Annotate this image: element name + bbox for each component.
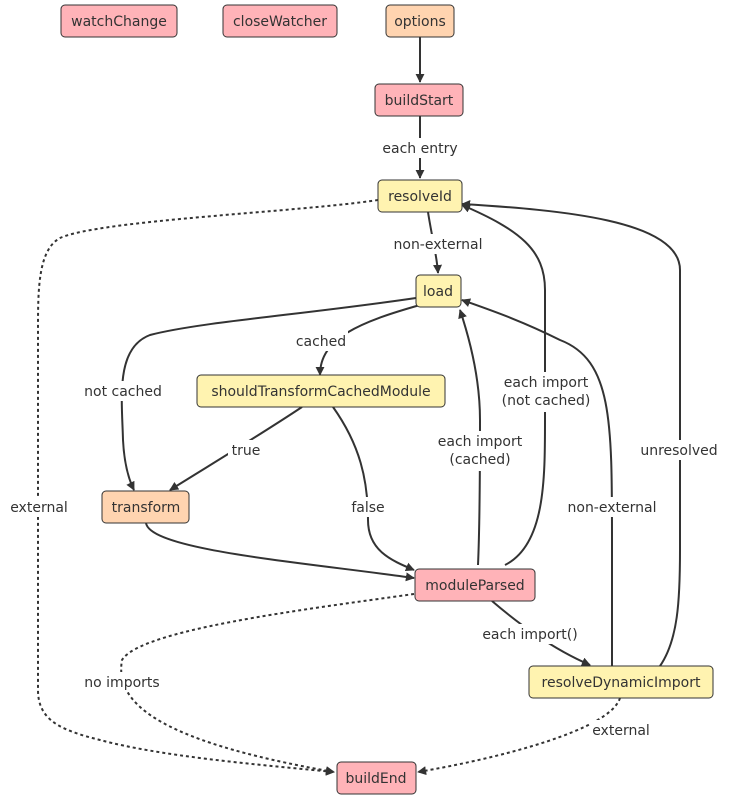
node-transform: transform — [101, 490, 190, 524]
svg-text:closeWatcher: closeWatcher — [233, 14, 327, 30]
edge-label-unresolved: unresolved — [637, 440, 721, 460]
node-closewatcher: closeWatcher — [222, 4, 338, 38]
edge-label-non-external-1: non-external — [391, 234, 485, 254]
node-resolveid: resolveId — [377, 179, 463, 213]
svg-text:no imports: no imports — [84, 675, 159, 691]
svg-text:buildEnd: buildEnd — [345, 771, 406, 787]
svg-text:each entry: each entry — [382, 141, 457, 157]
edge-label-true: true — [228, 440, 264, 460]
node-moduleparsed: moduleParsed — [414, 568, 536, 602]
edge-label-external-1: external — [8, 497, 70, 517]
edge-label-each-entry: each entry — [381, 138, 459, 158]
edge-moduleparsed-buildend — [120, 593, 415, 776]
edge-resolvedynamicimport-load — [461, 298, 613, 666]
svg-text:resolveDynamicImport: resolveDynamicImport — [542, 675, 701, 691]
svg-text:cached: cached — [296, 334, 346, 350]
svg-text:resolveId: resolveId — [388, 189, 452, 205]
svg-text:transform: transform — [112, 500, 181, 516]
edge-load-transform — [120, 297, 417, 491]
edge-shouldtransform-moduleparsed — [332, 406, 415, 572]
svg-text:options: options — [394, 14, 446, 30]
svg-text:external: external — [592, 723, 650, 739]
edge-label-external-2: external — [590, 720, 652, 740]
edge-moduleparsed-load — [458, 309, 482, 566]
edge-label-no-imports: no imports — [82, 672, 162, 692]
node-shouldtransformcachedmodule: shouldTransformCachedModule — [196, 374, 446, 408]
node-watchchange: watchChange — [60, 4, 178, 38]
svg-text:each import(): each import() — [482, 627, 577, 643]
edge-label-each-import-fn: each import() — [480, 624, 580, 644]
edge-resolvedynamicimport-resolveid — [461, 200, 681, 667]
edge-label-non-external-2: non-external — [565, 497, 659, 517]
node-resolvedynamicimport: resolveDynamicImport — [528, 665, 714, 699]
svg-text:shouldTransformCachedModule: shouldTransformCachedModule — [211, 384, 430, 400]
svg-text:buildStart: buildStart — [385, 93, 454, 109]
svg-text:non-external: non-external — [394, 237, 483, 253]
edge-label-each-import-not-cached-text: each import(not cached) — [502, 375, 591, 409]
edge-label-cached: cached — [294, 331, 348, 351]
svg-text:external: external — [10, 500, 68, 516]
edge-resolvedynamicimport-buildend — [417, 697, 621, 776]
node-buildend: buildEnd — [336, 761, 417, 795]
edge-moduleparsed-resolveid — [461, 204, 546, 566]
edge-transform-moduleparsed — [145, 522, 415, 582]
svg-text:load: load — [423, 284, 453, 300]
node-buildstart: buildStart — [374, 83, 464, 117]
svg-text:watchChange: watchChange — [71, 14, 167, 30]
node-load: load — [415, 274, 462, 308]
edge-label-false: false — [348, 497, 388, 517]
edge-label-each-import-not-cached: each import(not cached) — [500, 372, 592, 412]
svg-text:non-external: non-external — [568, 500, 657, 516]
node-options: options — [385, 4, 455, 38]
svg-text:moduleParsed: moduleParsed — [425, 578, 524, 594]
svg-text:true: true — [232, 443, 261, 459]
edge-resolveid-buildend — [37, 199, 379, 776]
edge-label-each-import-cached-text: each import(cached) — [438, 434, 523, 468]
edge-label-each-import-cached: each import(cached) — [434, 431, 526, 471]
edge-label-not-cached: not cached — [82, 381, 164, 401]
svg-text:not cached: not cached — [84, 384, 162, 400]
edges: each entry non-external external cached … — [8, 37, 721, 776]
svg-text:false: false — [351, 500, 384, 516]
nodes: watchChange closeWatcher options buildSt… — [60, 4, 714, 795]
svg-text:unresolved: unresolved — [640, 443, 717, 459]
